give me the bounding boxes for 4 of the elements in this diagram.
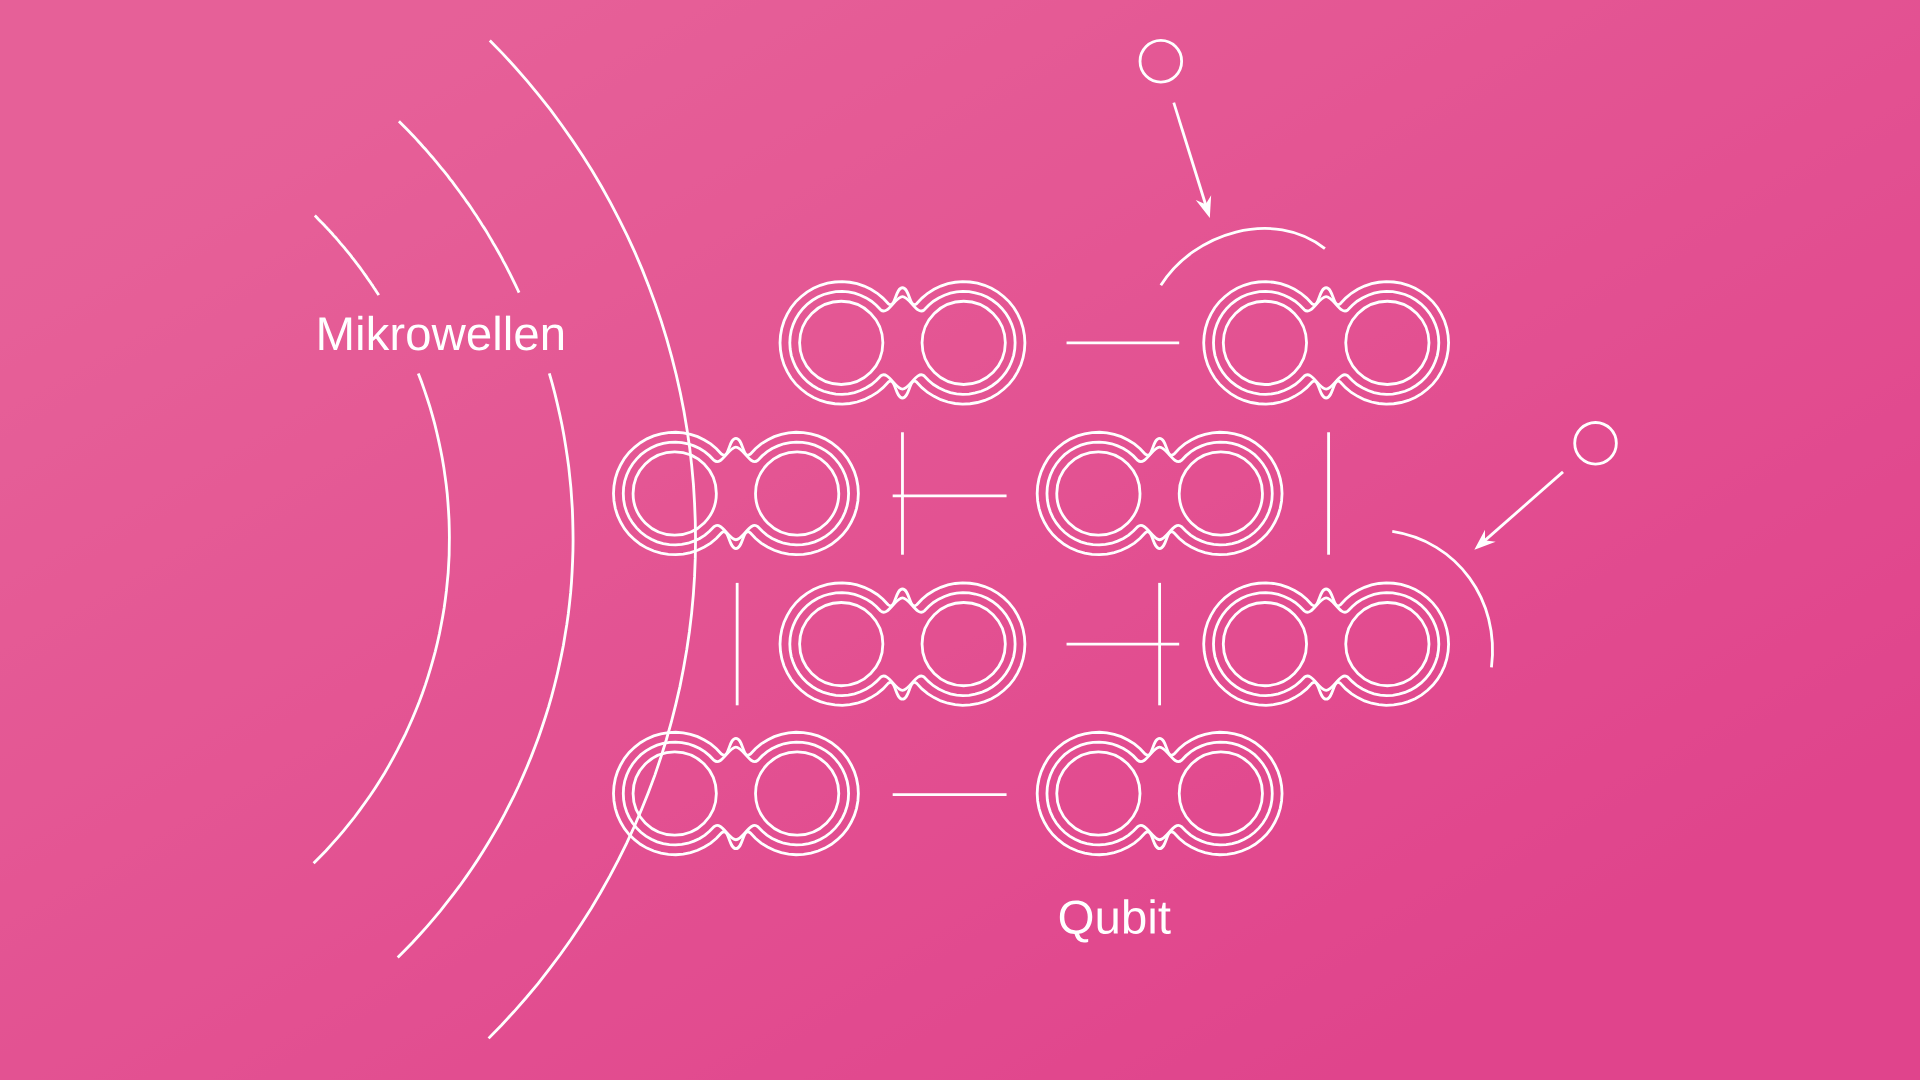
- diagram-label: Mikrowellen: [319, 315, 563, 351]
- small-circle: [1138, 39, 1184, 84]
- small-circle: [1573, 421, 1618, 466]
- diagram-label: Qubit: [1059, 899, 1171, 943]
